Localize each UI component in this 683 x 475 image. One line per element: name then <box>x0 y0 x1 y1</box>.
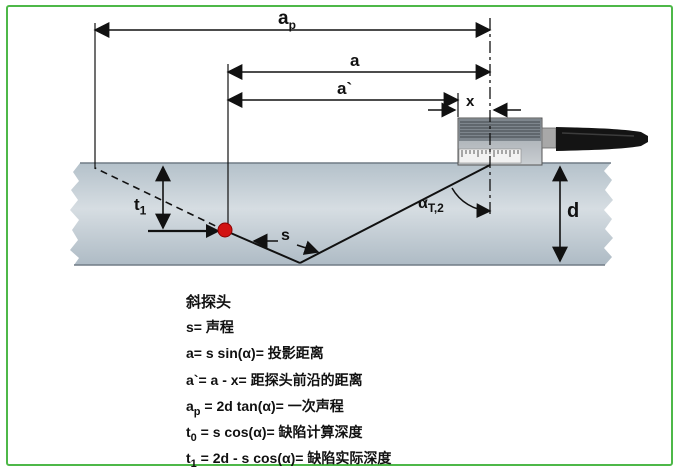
label-a: a <box>350 51 360 70</box>
legend-line-t0: t0 = s cos(α)= 缺陷计算深度 <box>186 424 363 444</box>
legend-title: 斜探头 <box>186 294 232 311</box>
beam-incident <box>299 164 491 264</box>
material-cross-section <box>70 163 613 265</box>
legend-line-t1: t1 = 2d - s cos(α)= 缺陷实际深度 <box>186 450 392 471</box>
legend-line-a: a= s sin(α)= 投影距离 <box>186 345 324 362</box>
defect-dot <box>217 222 233 238</box>
label-a-prime: a` <box>337 79 353 98</box>
probe-connector <box>541 127 557 149</box>
legend-line-a-prime: a`= a - x= 距探头前沿的距离 <box>186 371 363 388</box>
legend-line-s: s= 声程 <box>186 319 234 335</box>
s-arrow-right <box>296 240 320 255</box>
label-t1: t1 <box>134 195 147 218</box>
label-alpha-t2: αT,2 <box>418 195 444 216</box>
probe-damping-stripes <box>460 121 540 138</box>
label-d: d <box>567 200 580 222</box>
probe-cable-highlight <box>561 132 635 137</box>
probe-scale-ticks <box>461 150 519 157</box>
label-ap: ap <box>278 8 296 32</box>
probe-cable-plug <box>556 127 648 151</box>
angle-arc <box>451 187 492 219</box>
legend-block: 斜探头 s= 声程 a= s sin(α)= 投影距离 a`= a - x= 距… <box>186 291 391 475</box>
label-s: s <box>281 227 290 244</box>
angle-probe <box>457 117 648 166</box>
defect-pointer-arrow <box>206 224 220 238</box>
legend-line-ap: ap = 2d tan(α)= 一次声程 <box>186 397 344 418</box>
label-x: x <box>466 93 475 110</box>
